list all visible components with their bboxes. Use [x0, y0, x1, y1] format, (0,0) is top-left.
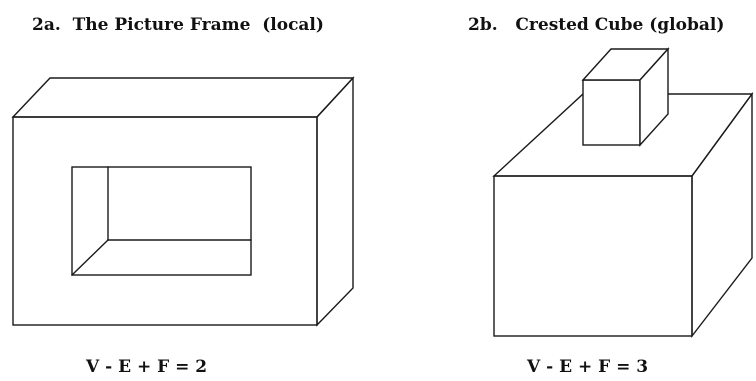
crested-cube-title: 2b. Crested Cube (global) [468, 15, 724, 35]
panel-crested-cube: 2b. Crested Cube (global) V - E + F = 3 [468, 15, 754, 377]
frame-hole-depth-edge [71, 239, 109, 276]
big-cube-right-face [691, 91, 753, 339]
crested-cube-drawing [492, 47, 754, 339]
panel-picture-frame: 2a. The Picture Frame (local) V - E + F … [11, 15, 355, 377]
picture-frame-drawing [11, 76, 355, 327]
frame-top-face [11, 77, 355, 118]
frame-right-face [316, 76, 354, 327]
big-cube-front-face [493, 175, 693, 337]
frame-hole-opening [71, 166, 252, 276]
picture-frame-title: 2a. The Picture Frame (local) [32, 15, 324, 35]
frame-front-face [12, 116, 318, 326]
crested-cube-formula: V - E + F = 3 [526, 357, 648, 377]
small-cube-right-face [639, 47, 669, 147]
picture-frame-formula: V - E + F = 2 [85, 357, 207, 377]
small-cube-front-face [582, 79, 641, 146]
